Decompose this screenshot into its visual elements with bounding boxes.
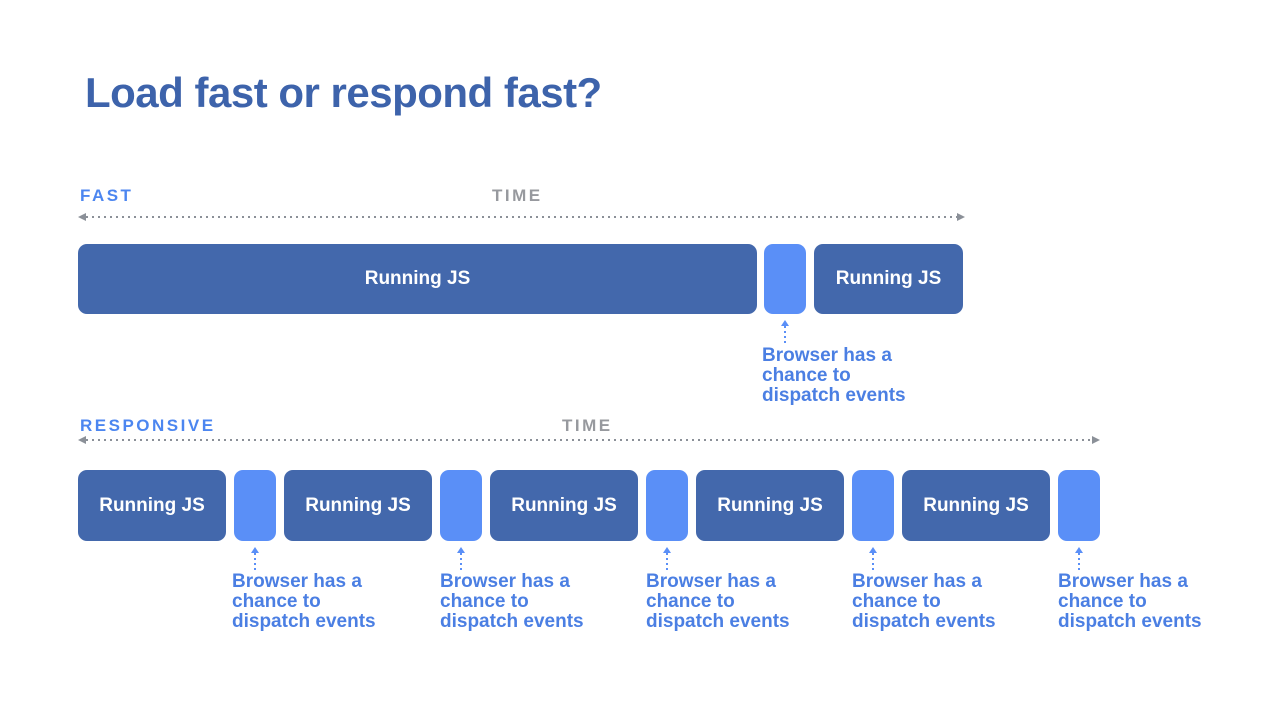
responsive-time-label: TIME (562, 416, 613, 435)
browser-gap-bar (234, 470, 276, 541)
arrowhead (1075, 547, 1083, 553)
annotation-line: dispatch events (762, 385, 906, 406)
annotation-line: chance to (440, 591, 529, 612)
responsive-timeline-axis (78, 434, 1100, 446)
arrowhead (663, 547, 671, 553)
bar-label: Running JS (364, 268, 471, 289)
running-js-bar: Running JS (490, 470, 638, 541)
annotation: Browser has a chance to dispatch events (232, 572, 376, 632)
arrow-right-icon (1092, 436, 1100, 444)
annotation-line: Browser has a (646, 571, 776, 592)
arrowhead (457, 547, 465, 553)
dotted-stem (784, 326, 786, 344)
annotation: Browser has a chance to dispatch events (762, 346, 906, 406)
up-arrow-icon (1074, 547, 1084, 571)
annotation: Browser has a chance to dispatch events (440, 572, 584, 632)
dotted-stem (460, 553, 462, 571)
annotation-line: chance to (646, 591, 735, 612)
annotation-line: dispatch events (232, 611, 376, 632)
browser-gap-bar (440, 470, 482, 541)
up-arrow-icon (250, 547, 260, 571)
annotation-line: dispatch events (852, 611, 996, 632)
annotation-line: Browser has a (852, 571, 982, 592)
fast-timeline-axis (78, 211, 965, 223)
bar-label: Running JS (835, 268, 942, 289)
bar-label: Running JS (717, 494, 823, 516)
bar-label: Running JS (99, 494, 205, 516)
up-arrow-icon (456, 547, 466, 571)
dotted-stem (254, 553, 256, 571)
annotation-line: dispatch events (646, 611, 790, 632)
annotation-line: Browser has a (440, 571, 570, 592)
annotation: Browser has a chance to dispatch events (646, 572, 790, 632)
responsive-section-label: RESPONSIVE (80, 416, 216, 435)
browser-gap-bar (1058, 470, 1100, 541)
annotation-line: Browser has a (232, 571, 362, 592)
annotation-line: chance to (1058, 591, 1147, 612)
annotation-line: chance to (232, 591, 321, 612)
dotted-line (86, 439, 1092, 441)
arrow-left-icon (78, 213, 86, 221)
annotation: Browser has a chance to dispatch events (1058, 572, 1202, 632)
running-js-bar: Running JS (78, 244, 757, 314)
dotted-stem (666, 553, 668, 571)
browser-gap-bar (852, 470, 894, 541)
running-js-bar: Running JS (814, 244, 963, 314)
browser-gap-bar (764, 244, 806, 314)
dotted-stem (872, 553, 874, 571)
up-arrow-icon (868, 547, 878, 571)
fast-time-label: TIME (492, 186, 543, 205)
bar-label: Running JS (305, 494, 411, 516)
annotation-line: dispatch events (1058, 611, 1202, 632)
annotation: Browser has a chance to dispatch events (852, 572, 996, 632)
up-arrow-icon (662, 547, 672, 571)
dotted-line (86, 216, 957, 218)
running-js-bar: Running JS (902, 470, 1050, 541)
annotation-line: Browser has a (1058, 571, 1188, 592)
fast-section-label: FAST (80, 186, 134, 205)
dotted-stem (1078, 553, 1080, 571)
annotation-line: dispatch events (440, 611, 584, 632)
running-js-bar: Running JS (696, 470, 844, 541)
arrowhead (869, 547, 877, 553)
running-js-bar: Running JS (78, 470, 226, 541)
running-js-bar: Running JS (284, 470, 432, 541)
browser-gap-bar (646, 470, 688, 541)
annotation-line: chance to (852, 591, 941, 612)
annotation-line: Browser has a (762, 345, 892, 366)
arrowhead (781, 320, 789, 326)
page-title: Load fast or respond fast? (85, 69, 602, 116)
bar-label: Running JS (511, 494, 617, 516)
up-arrow-icon (780, 320, 790, 344)
arrow-left-icon (78, 436, 86, 444)
arrowhead (251, 547, 259, 553)
annotation-line: chance to (762, 365, 851, 386)
bar-label: Running JS (923, 494, 1029, 516)
arrow-right-icon (957, 213, 965, 221)
